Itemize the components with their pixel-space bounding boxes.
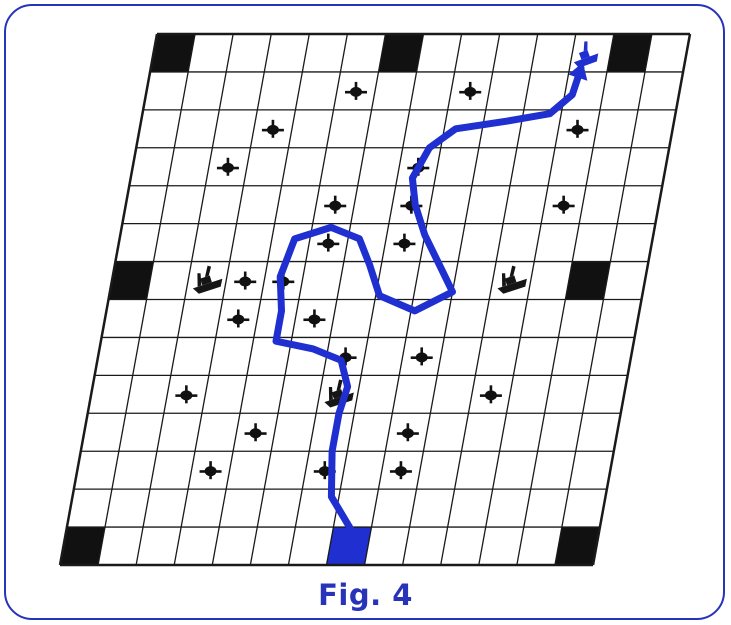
dark-square [607, 34, 652, 72]
dark-square [379, 34, 424, 72]
figure-caption: Fig. 4 [0, 578, 731, 612]
dark-square [565, 262, 610, 300]
